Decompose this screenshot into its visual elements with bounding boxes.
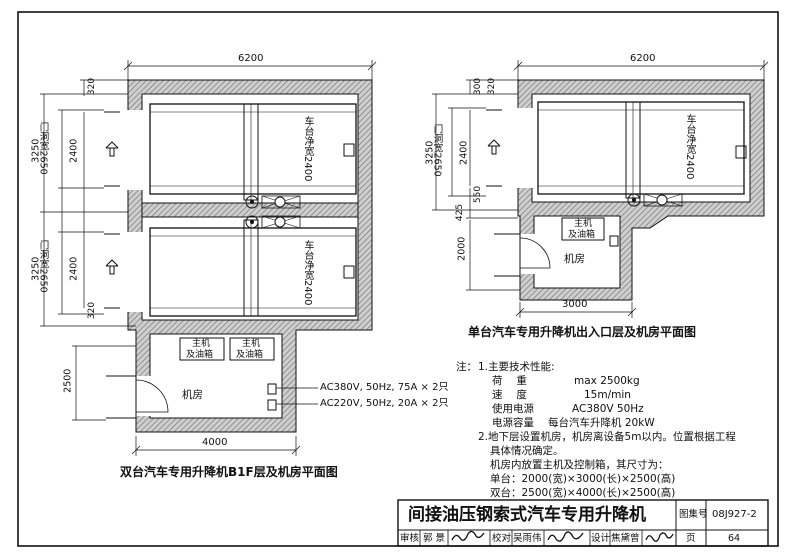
left-dim-2400-bottom: 2400	[68, 256, 80, 281]
design-name: 焦黛曾	[611, 533, 640, 544]
left-power-panel-2	[267, 399, 277, 411]
right-tank-box	[561, 217, 605, 241]
right-dim-425: 425	[455, 203, 466, 222]
note-3-single: 单台：2000(宽)×3000(长)×2500(高)	[490, 473, 676, 485]
right-platform-width: 车台净宽2400	[684, 114, 695, 180]
left-control-box-bottom	[343, 265, 355, 279]
left-machine-room-door	[106, 375, 137, 419]
left-plan	[40, 60, 377, 456]
right-plan	[432, 60, 769, 318]
right-plan-caption: 单台汽车专用升降机出入口层及机房平面图	[468, 325, 697, 339]
note-3-line-1: 机房内放置主机及控制箱，其尺寸为：	[490, 459, 669, 471]
left-machine-room-label: 机房	[182, 389, 203, 401]
left-tank-label-2a: 主机	[242, 339, 261, 349]
right-pulley	[627, 193, 683, 207]
left-dim-2500: 2500	[62, 368, 74, 393]
right-machine-room-door	[494, 233, 521, 277]
page-label: 页	[686, 533, 696, 544]
right-machine-room-label: 机房	[564, 253, 585, 265]
note-2-line-2: 具体情况确定。	[490, 445, 564, 457]
left-tank-box-2	[229, 337, 275, 361]
power-spec-line-1: AC380V, 50Hz, 75A × 2只	[320, 382, 449, 393]
right-machine-room-door-gap	[516, 234, 538, 274]
note-3-double: 双台：2500(宽)×4000(长)×2500(高)	[490, 487, 676, 499]
left-pulley-top	[245, 195, 301, 209]
right-shaft-interior	[531, 93, 751, 203]
note-capacity-key: 电源容量	[492, 417, 534, 429]
note-power-key: 使用电源	[492, 403, 534, 415]
note-speed-key: 速 度	[492, 389, 527, 401]
right-tank-label-a: 主机	[574, 219, 593, 229]
right-dim-300: 300	[473, 77, 484, 96]
left-top-dimension	[123, 60, 377, 80]
left-plan-caption: 双台汽车专用升降机B1F层及机房平面图	[120, 465, 338, 479]
left-bottom-dimension	[131, 436, 301, 456]
drawing-title: 间接油压钢索式汽车专用升降机	[408, 505, 646, 525]
left-tank-box-1	[179, 337, 225, 361]
left-entry-arrow-bottom	[104, 233, 120, 309]
review-name: 郭 景	[423, 533, 446, 544]
right-dim-320: 320	[487, 77, 498, 96]
left-dim-320-top: 320	[87, 77, 98, 96]
left-power-panel-1	[267, 383, 277, 395]
left-dim-2400-top: 2400	[68, 138, 80, 163]
left-platform-width-bottom: 车台净宽2400	[302, 240, 313, 306]
atlas-number: 08J927-2	[712, 509, 757, 520]
left-pulley-bottom	[245, 215, 301, 229]
review-label: 审核	[400, 533, 420, 544]
left-entry-arrow-top	[104, 111, 120, 187]
title-block	[397, 499, 769, 547]
right-machine-room-interior	[533, 215, 621, 289]
power-spec-line-2: AC220V, 50Hz, 20A × 2只	[320, 398, 449, 409]
check-label: 校对	[492, 533, 512, 544]
left-control-box-top	[343, 143, 355, 157]
left-middle-slab	[141, 202, 359, 218]
left-vertical-dimensions	[40, 79, 136, 421]
right-power-panel	[609, 235, 619, 247]
right-platform	[537, 101, 745, 195]
note-speed-value: 15m/min	[584, 389, 631, 401]
atlas-label: 图集号	[679, 509, 708, 520]
left-dim-320-bottom: 320	[87, 301, 98, 320]
right-bottom-dimension	[515, 302, 637, 318]
right-vertical-dimensions	[432, 79, 520, 291]
left-door-width-top: 门洞宽2650	[37, 122, 49, 175]
note-1-heading: 1.主要技术性能:	[478, 361, 555, 373]
note-load-key: 荷 重	[492, 375, 527, 387]
right-entry-arrow	[486, 109, 502, 187]
right-dim-2400: 2400	[458, 140, 470, 165]
right-dim-2000: 2000	[456, 236, 468, 261]
right-tank-label-b: 及油箱	[568, 230, 596, 240]
note-power-value: AC380V 50Hz	[572, 403, 644, 415]
left-tank-label-2b: 及油箱	[236, 350, 264, 360]
left-door-width-bottom: 门洞宽2650	[37, 240, 49, 293]
note-load-value: max 2500kg	[574, 375, 640, 387]
left-machine-room-interior	[149, 333, 283, 419]
left-bottom-width: 4000	[202, 437, 228, 448]
left-tank-label-1a: 主机	[192, 339, 211, 349]
left-door-opening-top	[126, 110, 144, 190]
check-name: 吴雨伟	[513, 533, 542, 544]
right-door-opening	[516, 108, 534, 188]
left-door-opening-bottom	[126, 232, 144, 312]
notes-prefix: 注：	[456, 361, 477, 373]
left-top-width: 6200	[238, 53, 264, 64]
signature-reviewer	[451, 530, 485, 541]
left-machine-room-door-gap	[132, 376, 154, 416]
right-control-box	[735, 145, 747, 159]
left-tank-label-1b: 及油箱	[186, 350, 214, 360]
page-number: 64	[728, 533, 741, 544]
signature-designer	[645, 532, 674, 542]
right-top-dimension	[513, 60, 769, 80]
right-top-width: 6200	[630, 53, 656, 64]
right-dim-550: 550	[473, 185, 484, 204]
right-bottom-width: 3000	[562, 299, 588, 310]
left-platform-width-top: 车台净宽2400	[302, 116, 313, 182]
right-door-width: 门洞宽2650	[431, 124, 443, 177]
note-2-line-1: 2.地下层设置机房，机房离设备5m以内。位置根据工程	[478, 431, 736, 443]
signature-checker	[547, 531, 584, 542]
design-label: 设计	[591, 533, 611, 544]
note-capacity-value: 每台汽车升降机 20kW	[548, 417, 655, 429]
